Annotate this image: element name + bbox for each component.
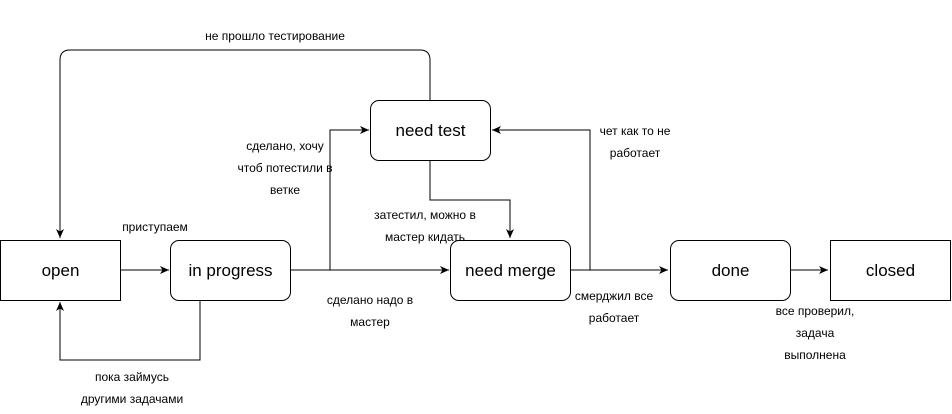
label-not-working: чет как то не работает	[585, 120, 685, 164]
label-want-test: сделано, хочу чтоб потестили в ветке	[225, 135, 345, 201]
label-line: пока займусь	[94, 370, 170, 384]
label-line: чет как то не	[599, 124, 671, 138]
label-line: работает	[588, 311, 640, 325]
node-open: open	[0, 240, 121, 301]
label-line: сделано, хочу	[246, 139, 324, 153]
label-line: задача	[795, 326, 835, 340]
node-need-merge: need merge	[450, 240, 571, 301]
label-line: мастер	[350, 315, 390, 329]
label-line: смерджил все	[574, 289, 654, 303]
label-line: ветке	[269, 183, 301, 197]
label-failed-testing: не прошло тестирование	[185, 25, 365, 47]
node-done: done	[670, 240, 791, 301]
label-busy-other: пока займусь другими задачами	[72, 366, 192, 410]
label-start: приступаем	[110, 216, 200, 238]
label-checked: все проверил, задача выполнена	[760, 300, 870, 366]
label-line: мастер кидать	[384, 230, 466, 244]
node-closed: closed	[830, 240, 951, 301]
label-line: приступаем	[122, 220, 188, 234]
label-tested: затестил, можно в мастер кидать	[365, 204, 485, 248]
edge-needtest-to-open	[56, 49, 431, 238]
label-merged: смерджил все работает	[564, 285, 664, 329]
label-line: не прошло тестирование	[205, 29, 345, 43]
label-line: сделано надо в	[326, 293, 414, 307]
label-need-master: сделано надо в мастер	[310, 289, 430, 333]
edge-inprogress-to-needtest	[329, 126, 369, 270]
node-need-test: need test	[370, 100, 491, 161]
label-line: чтоб потестили в	[237, 161, 333, 175]
node-in-progress: in progress	[170, 240, 291, 301]
edge-inprogress-to-open	[56, 300, 201, 361]
edge-needmerge-to-needtest	[492, 126, 591, 270]
edge-needtest-to-needmerge	[429, 160, 514, 238]
label-line: другими задачами	[80, 392, 184, 406]
label-line: все проверил,	[775, 304, 855, 318]
label-line: затестил, можно в	[374, 208, 476, 222]
label-line: выполнена	[784, 348, 846, 362]
label-line: работает	[609, 146, 661, 160]
